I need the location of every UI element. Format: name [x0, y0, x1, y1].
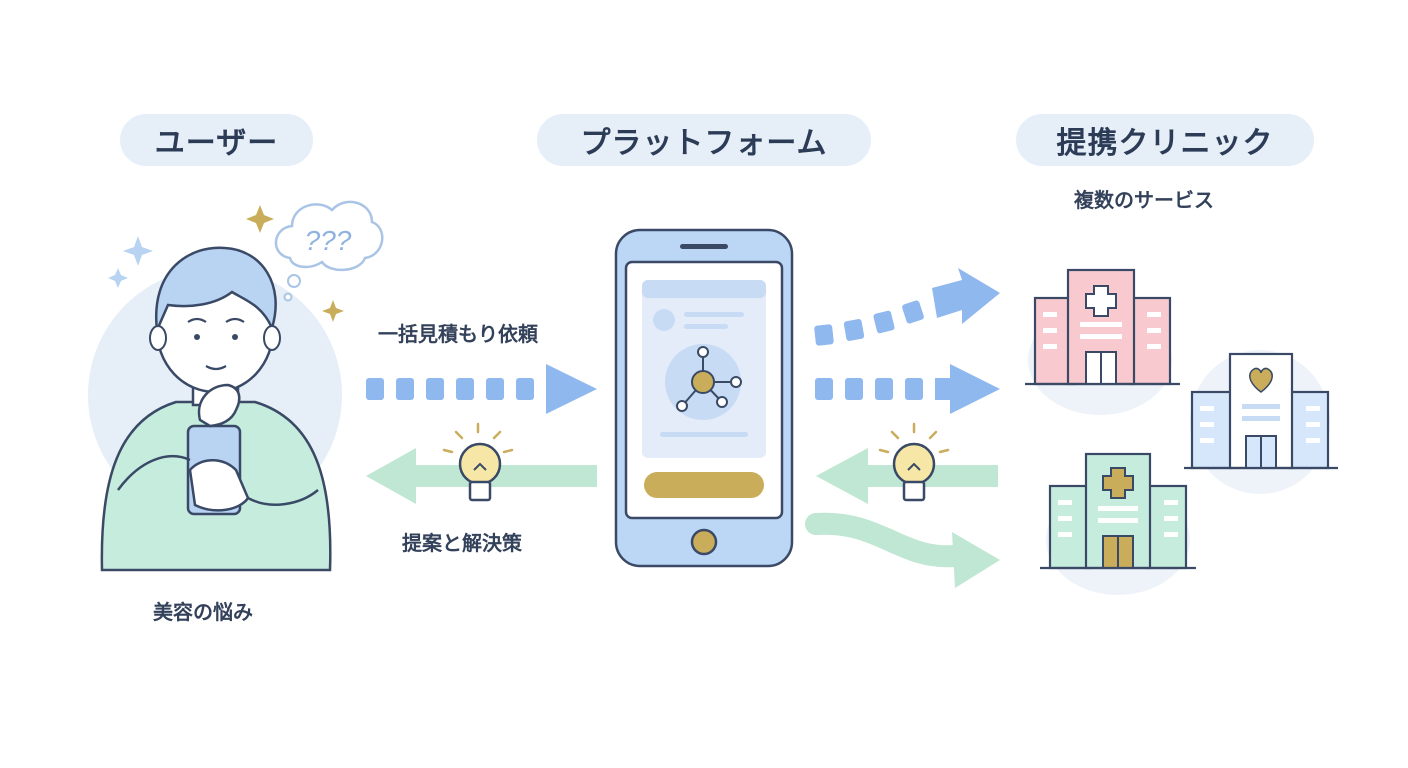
clinic-arrow-bottom: [805, 512, 1000, 588]
lightbulb-icon: [878, 422, 950, 502]
request-arrow: [366, 364, 597, 414]
clinic-building-green: [1040, 452, 1196, 595]
sparkle-icon: [108, 268, 128, 288]
user-illustration: [88, 246, 342, 572]
sparkle-icon: [246, 205, 274, 233]
clinic-arrow-top: [814, 268, 1000, 346]
request-label: 一括見積もり依頼: [378, 322, 538, 346]
thought-bubble-icon: ???: [274, 200, 384, 302]
sparkle-icon: [322, 300, 344, 322]
heart-icon: [1249, 367, 1273, 393]
clinic-arrow-middle: [815, 364, 1000, 414]
solution-label: 提案と解決策: [402, 531, 522, 555]
user-caption: 美容の悩み: [153, 600, 253, 624]
thought-text: ???: [305, 225, 352, 256]
network-hub-icon: [676, 346, 742, 412]
phone-device: [614, 228, 794, 568]
platform-header: プラットフォーム: [537, 114, 871, 166]
clinic-subtitle: 複数のサービス: [1074, 188, 1214, 212]
user-header: ユーザー: [120, 114, 313, 166]
sparkle-icon: [123, 236, 153, 266]
clinic-building-pink: [1025, 268, 1180, 415]
lightbulb-icon: [442, 422, 514, 502]
clinic-header: 提携クリニック: [1016, 114, 1314, 166]
clinic-building-blue: [1184, 350, 1338, 494]
solution-arrow: [366, 448, 597, 504]
